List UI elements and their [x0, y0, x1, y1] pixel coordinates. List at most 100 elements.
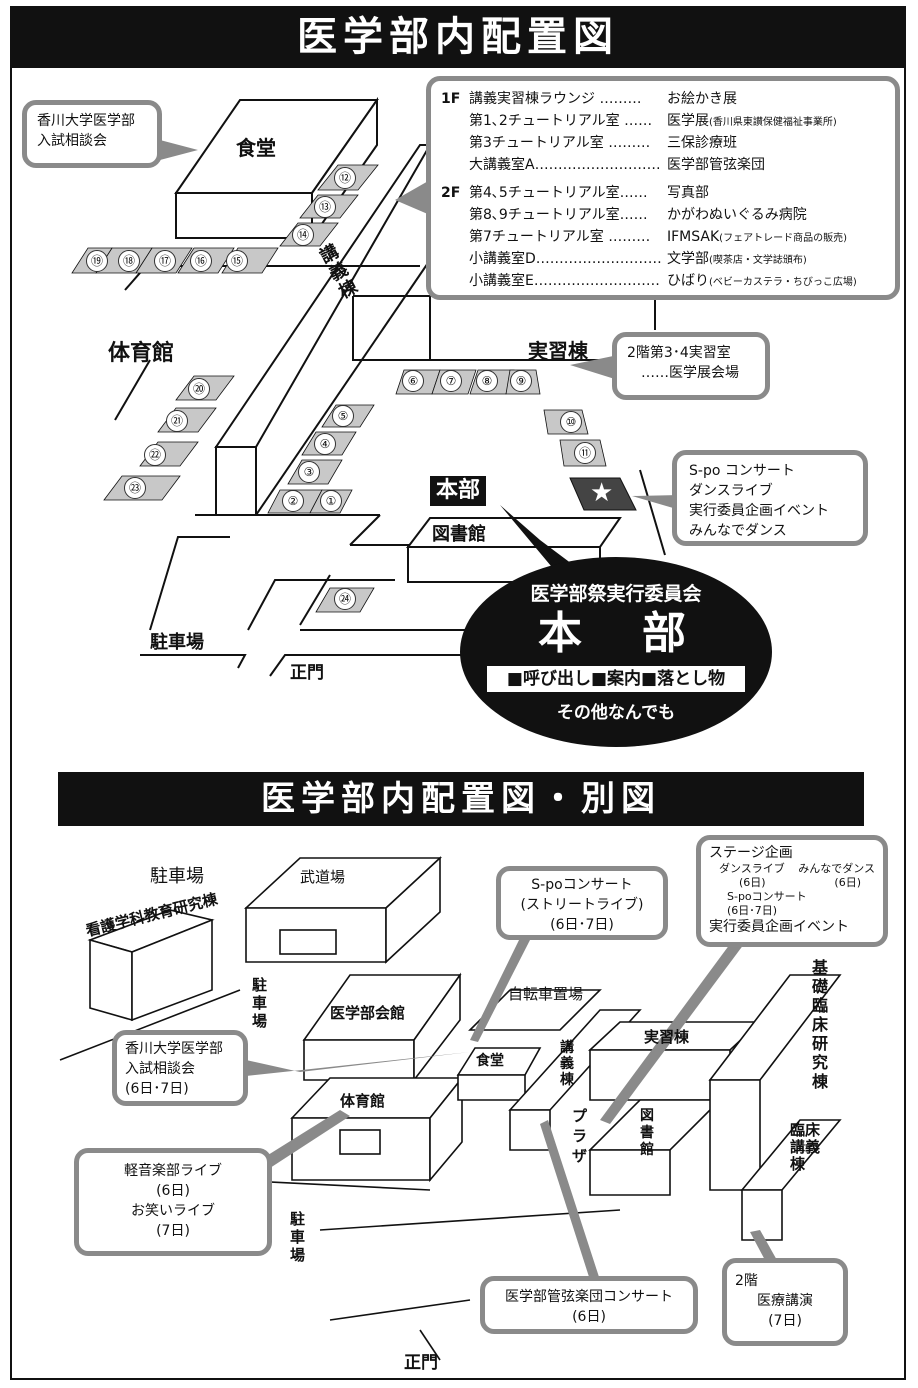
medical-lecture-callout: 2階 医療講演 (7日) — [722, 1258, 848, 1346]
plaza-label: プラザ — [572, 1107, 588, 1165]
hq-other: その他なんでも — [556, 703, 676, 723]
star-icon: ★ — [590, 478, 614, 508]
practice-b-label: 実習棟 — [644, 1028, 690, 1046]
gym-b-label: 体育館 — [340, 1092, 386, 1110]
floor-guide-row: 第1､2チュートリアル室 ……医学展(香川県東讃保健福祉事業所) — [469, 113, 837, 129]
stall-number: ⑪ — [574, 442, 596, 464]
parking-top-label: 駐車場 — [150, 866, 204, 887]
stage-minna-day: (6日) — [834, 876, 861, 889]
stall-number: ㉒ — [144, 444, 166, 466]
callout-line: ……医学展会場 — [641, 365, 739, 381]
stall-number: ⑰ — [154, 250, 176, 272]
practice-room-callout: 2階第3･4実習室 ……医学展会場 — [612, 332, 770, 400]
stage-callout: ステージ企画 ダンスライブ みんなでダンス (6日) (6日) S-poコンサー… — [696, 835, 888, 947]
floor-guide-row: 小講義室E………………………ひばり(ベビーカステラ・ちびっこ広場) — [469, 273, 857, 289]
stall-number: ⑥ — [402, 370, 424, 392]
stall-number: ⑤ — [332, 405, 354, 427]
hq-label: 本部 — [430, 476, 487, 506]
stall-number: ㉔ — [334, 588, 356, 610]
hq-services: ■呼び出し■案内■落とし物 — [487, 666, 745, 692]
bottom-map-title: 医学部内配置図・別図 — [58, 772, 864, 826]
practice-building-label: 実習棟 — [528, 339, 588, 363]
callout-line: みんなでダンス — [689, 523, 787, 539]
stall-number: ② — [282, 490, 304, 512]
callout-line: 香川大学医学部 — [37, 113, 135, 129]
floor-guide-row: 第3チュートリアル室 ………三保診療班 — [469, 135, 737, 151]
stall-number: ⑩ — [560, 411, 582, 433]
callout-line: S-po コンサート — [689, 463, 795, 479]
stall-number: ③ — [298, 461, 320, 483]
cafeteria-label: 食堂 — [236, 136, 276, 160]
callout-line: 医学部管弦楽団コンサート — [505, 1289, 673, 1305]
callout-line: 軽音楽部ライブ — [124, 1163, 222, 1179]
callout-line: 入試相談会 — [125, 1061, 195, 1077]
stage-dance-day: (6日) — [739, 876, 766, 889]
stall-number: ⑲ — [86, 250, 108, 272]
hq-committee: 医学部祭実行委員会 — [530, 583, 702, 605]
callout-line: (7日) — [768, 1313, 802, 1329]
callout-line: 入試相談会 — [37, 133, 107, 149]
stall-number: ① — [320, 490, 342, 512]
stage-spo: S-poコンサート — [727, 890, 807, 903]
hq-title: 本 部 — [538, 608, 694, 659]
callout-line: (6日･7日) — [125, 1081, 189, 1097]
bicycle-label: 自転車置場 — [508, 985, 584, 1003]
orchestra-callout: 医学部管弦楽団コンサート (6日) — [480, 1276, 698, 1334]
library-label: 図書館 — [432, 524, 486, 545]
stall-number: ⑦ — [440, 370, 462, 392]
top-map-title: 医学部内配置図 — [10, 6, 906, 68]
stall-number: ⑮ — [226, 250, 248, 272]
parking-label: 駐車場 — [150, 632, 204, 653]
parking-bottom-label: 駐車場 — [290, 1210, 306, 1264]
stall-number: ⑨ — [510, 370, 532, 392]
callout-line: 香川大学医学部 — [125, 1041, 223, 1057]
stage-title: ステージ企画 — [709, 845, 793, 861]
callout-line: 2階 — [735, 1273, 758, 1289]
basic-research-label: 基礎臨床研究棟 — [812, 958, 829, 1091]
stall-number: ㉓ — [124, 477, 146, 499]
callout-line: ダンスライブ — [689, 483, 773, 499]
clinical-lecture-label: 臨床講義棟 — [790, 1121, 821, 1173]
stall-number: ㉑ — [166, 410, 188, 432]
floor-guide-row: 第7チュートリアル室 ………IFMSAK(フェアトレード商品の販売) — [469, 229, 847, 245]
stage-committee: 実行委員企画イベント — [709, 919, 849, 935]
stall-number: ⑫ — [334, 167, 356, 189]
callout-line: 医療講演 — [757, 1293, 813, 1309]
admission-callout: 香川大学医学部 入試相談会 — [22, 100, 162, 168]
floor-guide-row: 大講義室A………………………医学部管弦楽団 — [469, 157, 765, 173]
cafeteria-b-label: 食堂 — [476, 1053, 504, 1069]
callout-line: (ストリートライブ) — [520, 897, 644, 913]
callout-line: S-poコンサート — [531, 877, 633, 893]
callout-line: お笑いライブ — [131, 1203, 215, 1219]
stall-number: ⑭ — [292, 224, 314, 246]
stall-number: ⑳ — [188, 378, 210, 400]
callout-line: 実行委員企画イベント — [689, 503, 829, 519]
spo-street-callout: S-poコンサート (ストリートライブ) (6日･7日) — [496, 866, 668, 940]
callout-line: (6日) — [156, 1183, 190, 1199]
library-b-label: 図書館 — [640, 1108, 654, 1158]
main-gate-label: 正門 — [290, 663, 324, 683]
main-gate-b-label: 正門 — [404, 1353, 438, 1373]
callout-line: (6日) — [572, 1309, 606, 1325]
floor-guide-row: 第8､9チュートリアル室……かがわぬいぐるみ病院 — [469, 207, 807, 223]
stall-number: ⑧ — [476, 370, 498, 392]
hall-label: 医学部会館 — [330, 1004, 406, 1022]
floor-guide-row: 小講義室D………………………文学部(喫茶店・文学誌頒布) — [469, 251, 807, 267]
callout-line: (7日) — [156, 1223, 190, 1239]
parking-mid-label: 駐車場 — [252, 976, 268, 1030]
lecture-b-label: 講義棟 — [560, 1040, 574, 1088]
stage-minna: みんなでダンス — [798, 862, 875, 875]
stall-number: ④ — [314, 433, 336, 455]
stall-number: ⑱ — [118, 250, 140, 272]
stage-dance: ダンスライブ — [719, 862, 785, 875]
callout-line: 2階第3･4実習室 — [627, 345, 731, 361]
admission-b-callout: 香川大学医学部 入試相談会 (6日･7日) — [112, 1030, 248, 1106]
spo-callout: S-po コンサート ダンスライブ 実行委員企画イベント みんなでダンス — [672, 450, 868, 546]
stall-number: ⑯ — [190, 250, 212, 272]
stall-number: ⑬ — [314, 196, 336, 218]
music-callout: 軽音楽部ライブ (6日) お笑いライブ (7日) — [74, 1148, 272, 1256]
